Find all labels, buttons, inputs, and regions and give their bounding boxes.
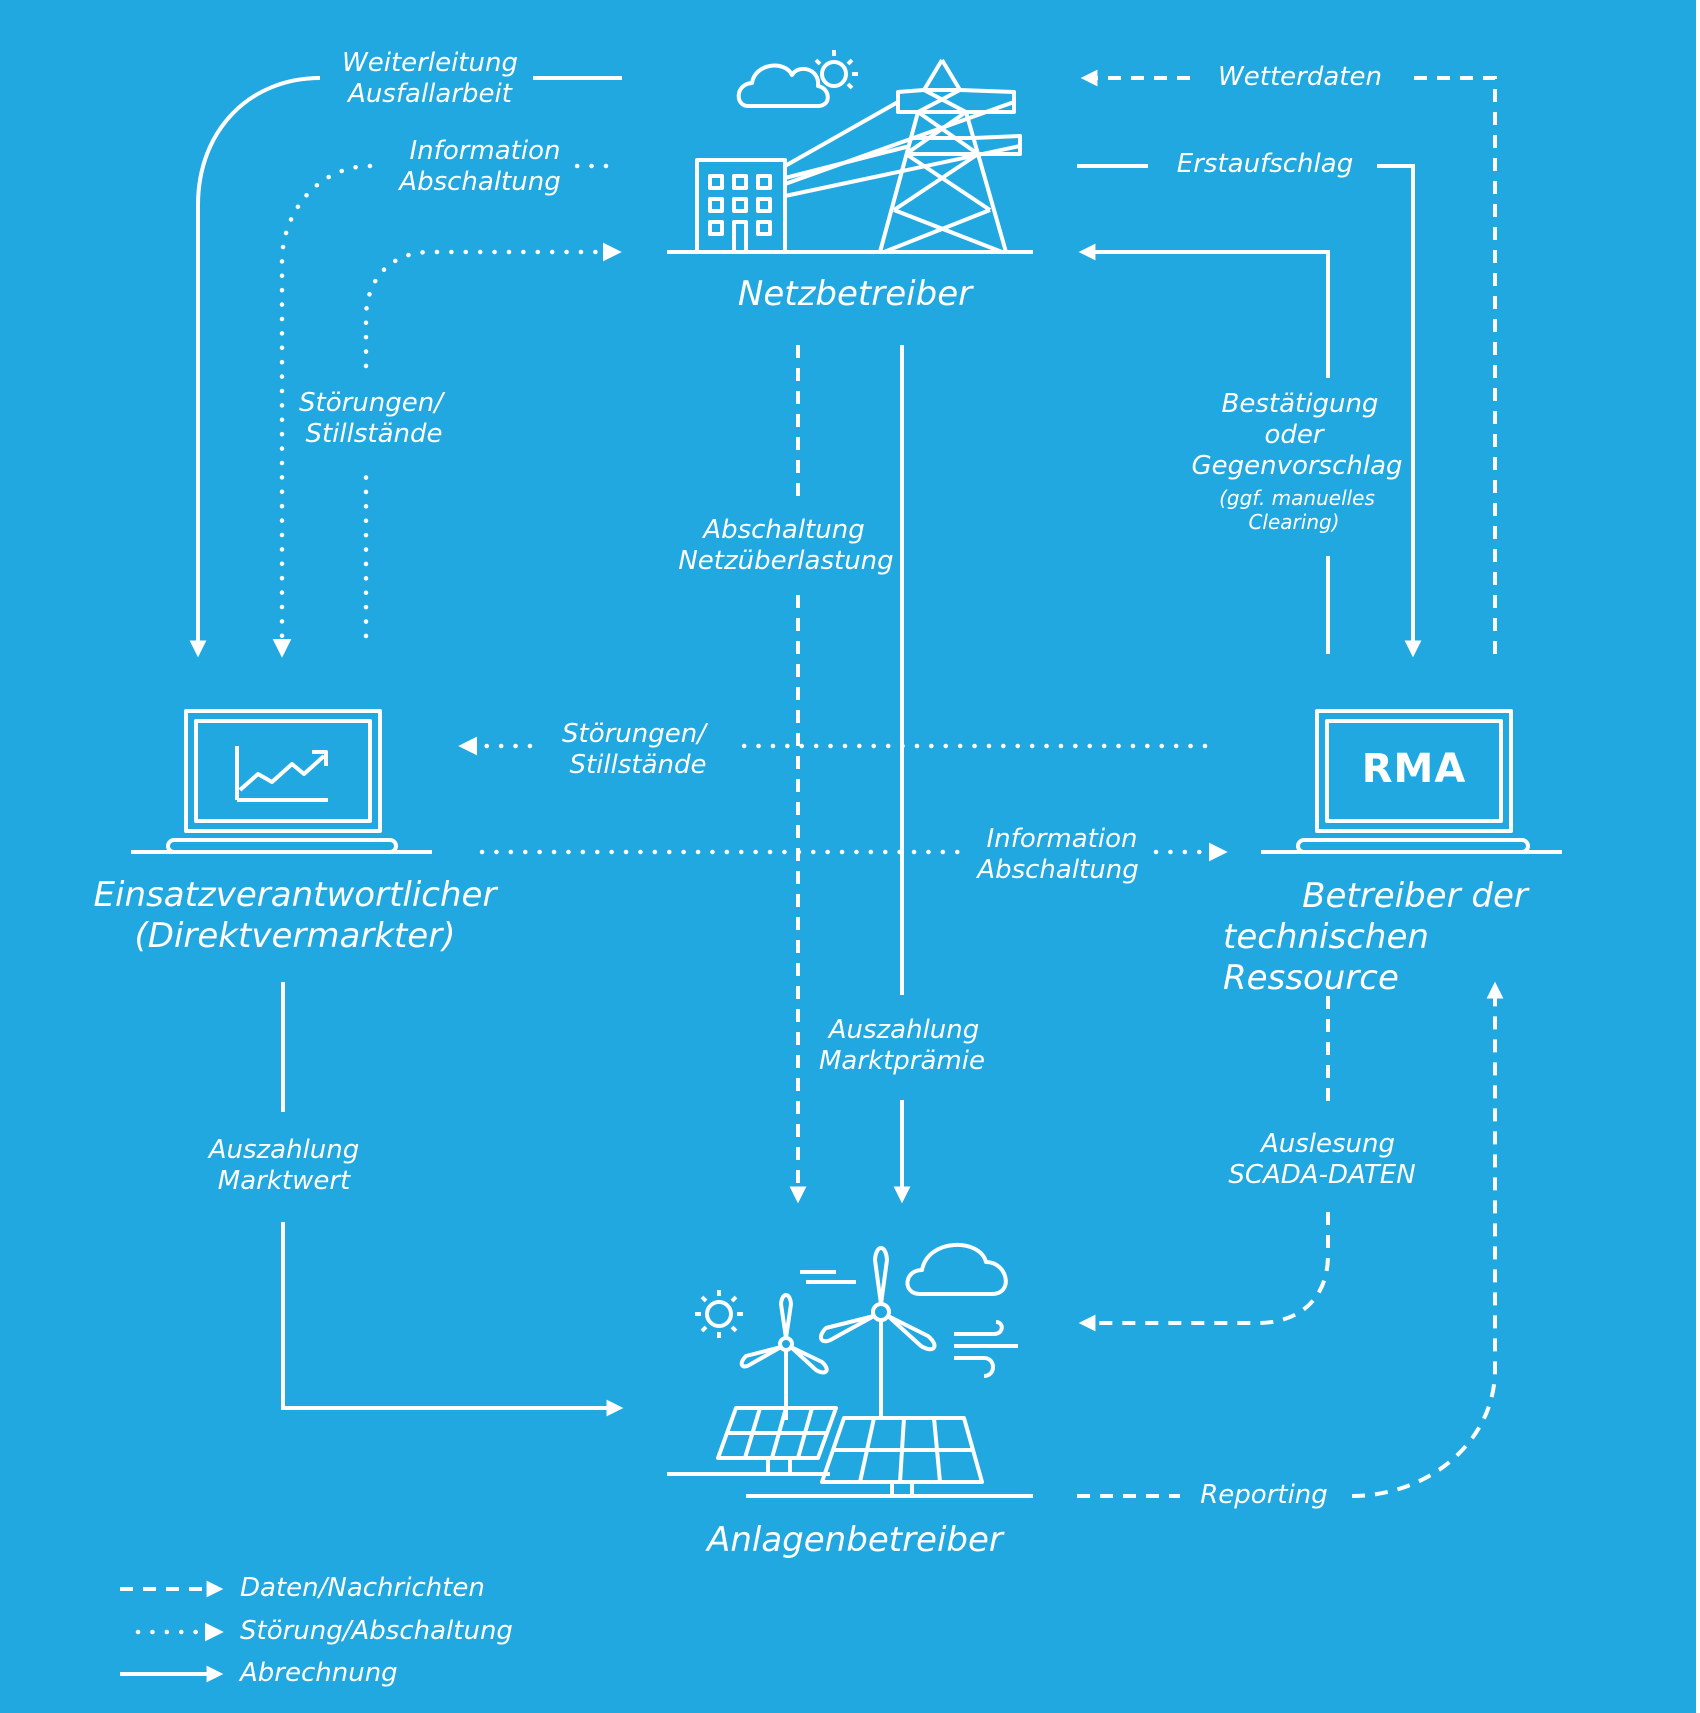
label-wetterdaten: Wetterdaten bbox=[1218, 62, 1382, 92]
node-betreiber-label-3: Ressource bbox=[1223, 958, 1399, 998]
node-einsatz-label-1: Einsatzverantwortlicher bbox=[93, 875, 497, 915]
label-stoer-mid-1: Störungen/ bbox=[562, 719, 706, 749]
sun-icon bbox=[695, 1290, 743, 1338]
wind-streak-icon bbox=[800, 1270, 856, 1284]
label-stoer-left-1: Störungen/ bbox=[299, 388, 443, 418]
label-bestaetigung-5: Clearing) bbox=[1248, 510, 1340, 534]
label-weiterleitung-2: Ausfallarbeit bbox=[348, 79, 512, 109]
label-auszahlung-mp-1: Auszahlung bbox=[828, 1015, 980, 1045]
label-bestaetigung-4: (ggf. manuelles bbox=[1219, 486, 1375, 510]
label-stoer-left-2: Stillstände bbox=[305, 419, 443, 449]
wind-turbine-large-icon bbox=[818, 1246, 937, 1420]
arrow-stoerungen-stillstaende-left bbox=[363, 252, 618, 639]
cloud-sun-icon bbox=[736, 50, 858, 108]
node-netzbetreiber-label: Netzbetreiber bbox=[737, 274, 973, 314]
label-bestaetigung-3: Gegenvorschlag bbox=[1191, 451, 1403, 481]
label-auslesung-2: SCADA-DATEN bbox=[1228, 1160, 1416, 1190]
legend-abrechnung-label: Abrechnung bbox=[240, 1658, 398, 1688]
label-erstaufschlag: Erstaufschlag bbox=[1176, 149, 1354, 179]
label-bestaetigung-2: oder bbox=[1264, 420, 1324, 450]
arrow-auszahlung-marktwert bbox=[281, 982, 620, 1408]
arrow-erstaufschlag bbox=[1077, 164, 1413, 654]
legend-daten-label: Daten/Nachrichten bbox=[240, 1573, 485, 1603]
right-edge-strip bbox=[1696, 0, 1700, 1713]
legend-stoerung-label: Störung/Abschaltung bbox=[240, 1616, 513, 1646]
wind-icon bbox=[954, 1320, 1018, 1378]
label-auszahlung-mw-1: Auszahlung bbox=[208, 1135, 360, 1165]
arrow-weiterleitung-ausfallarbeit bbox=[198, 76, 622, 654]
label-info-top-2: Abschaltung bbox=[399, 167, 561, 197]
label-info-mid-1: Information bbox=[986, 824, 1138, 854]
arrow-wetterdaten bbox=[1084, 78, 1497, 654]
solar-panel-small-icon bbox=[716, 1406, 838, 1474]
arrow-information-abschaltung-top bbox=[282, 163, 609, 654]
label-info-top-1: Information bbox=[409, 136, 561, 166]
label-abschaltung-1: Abschaltung bbox=[703, 515, 865, 545]
laptop-chart-icon bbox=[166, 709, 398, 854]
rma-logo: RMA bbox=[1361, 746, 1467, 792]
arrow-bestaetigung bbox=[1082, 252, 1330, 654]
node-anlagenbetreiber-label: Anlagenbetreiber bbox=[707, 1520, 1003, 1560]
label-info-mid-2: Abschaltung bbox=[977, 855, 1139, 885]
arrow-reporting bbox=[1077, 985, 1495, 1498]
label-weiterleitung-1: Weiterleitung bbox=[342, 48, 518, 78]
cloud-icon bbox=[905, 1242, 1008, 1296]
label-auszahlung-mw-2: Marktwert bbox=[217, 1166, 351, 1196]
label-reporting: Reporting bbox=[1200, 1480, 1328, 1510]
power-pylon-icon bbox=[784, 58, 1022, 254]
node-betreiber-label-2: technischen bbox=[1223, 917, 1429, 957]
label-stoer-mid-2: Stillstände bbox=[569, 750, 707, 780]
label-auslesung-1: Auslesung bbox=[1260, 1129, 1396, 1159]
node-betreiber-label-1: Betreiber der bbox=[1302, 876, 1528, 916]
label-auszahlung-mp-2: Marktprämie bbox=[819, 1046, 985, 1076]
label-abschaltung-2: Netzüberlastung bbox=[678, 546, 894, 576]
solar-panel-large-icon bbox=[820, 1416, 984, 1496]
label-bestaetigung-1: Bestätigung bbox=[1221, 389, 1379, 419]
node-einsatz-label-2: (Direktvermarkter) bbox=[134, 916, 456, 956]
arrow-auslesung-scada bbox=[1082, 996, 1330, 1323]
